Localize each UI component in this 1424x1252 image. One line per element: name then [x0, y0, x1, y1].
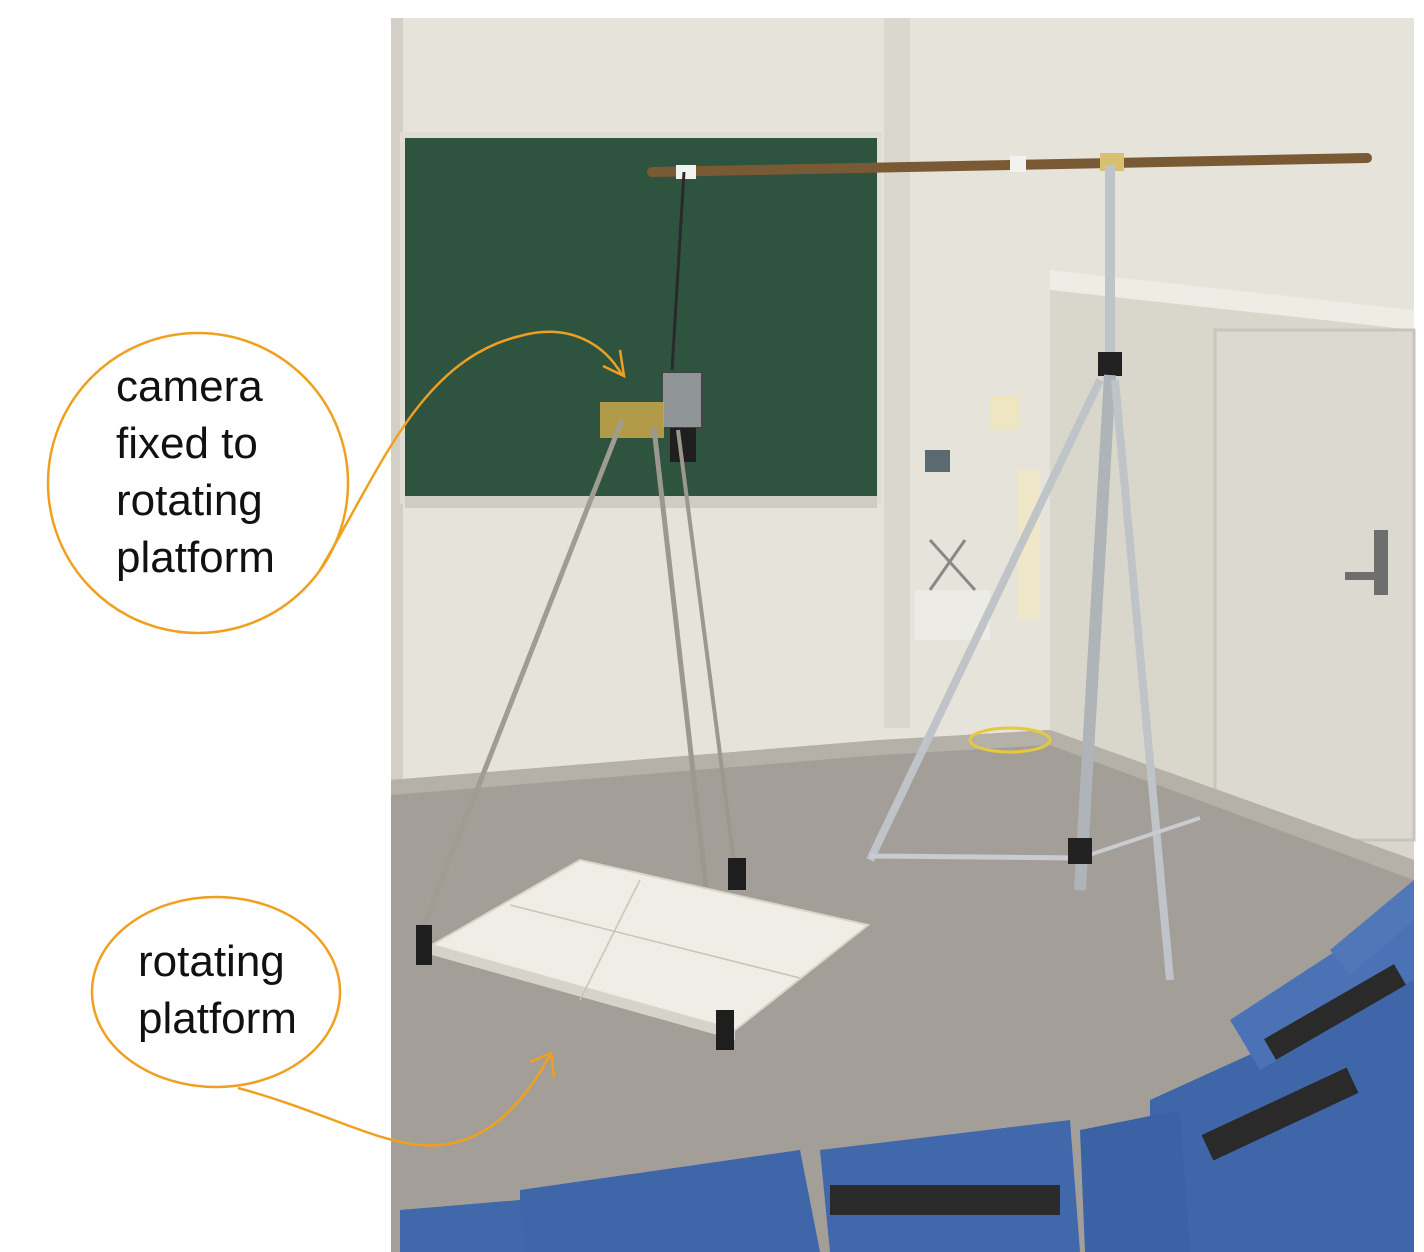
callout-platform-label: rotating platform — [138, 937, 297, 1043]
camera — [661, 371, 703, 429]
cable-coil — [968, 726, 1052, 754]
callout-camera-arrowhead — [602, 349, 626, 379]
callout-platform-bubble — [90, 895, 342, 1089]
outlet — [990, 395, 1020, 429]
camera-cable — [670, 171, 686, 371]
callout-platform-arrow — [237, 1054, 552, 1147]
callout-platform-arrowhead — [529, 1051, 556, 1078]
wall-pillar — [884, 18, 910, 728]
callout-camera-bubble — [46, 331, 350, 635]
door-handle — [1374, 530, 1388, 595]
mast-tripod — [866, 165, 1201, 981]
chalkboard — [405, 138, 877, 496]
auditorium-seats — [400, 880, 1414, 1252]
callout-camera-label: camera fixed to rotating platform — [116, 362, 275, 582]
callout-camera-arrow — [318, 330, 624, 571]
annotation-layer — [46, 330, 626, 1147]
horizontal-pole — [647, 153, 1372, 177]
photograph — [391, 18, 1416, 1252]
